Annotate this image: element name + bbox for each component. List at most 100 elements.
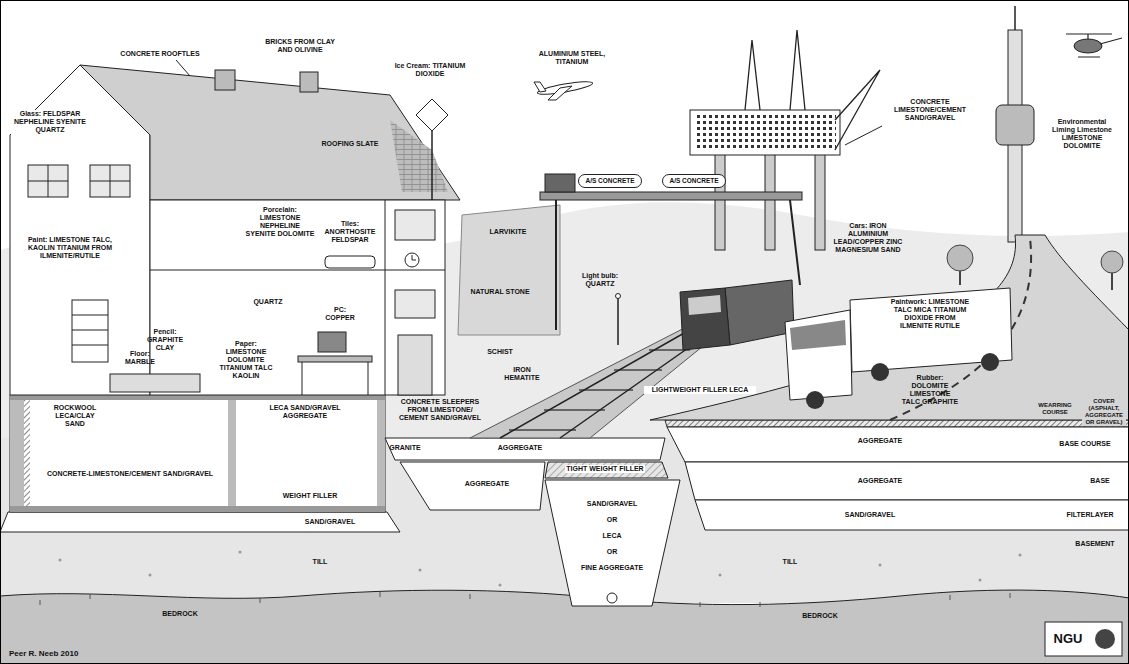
material-label: Floor: MARBLE — [116, 350, 164, 366]
stone — [59, 559, 62, 562]
computer — [318, 332, 346, 352]
tank-label: A/S CONCRETE — [669, 177, 718, 185]
tree-trunk — [1111, 272, 1113, 290]
stone — [879, 564, 882, 567]
tank-car: A/S CONCRETE — [578, 174, 641, 188]
platform-leg — [815, 150, 825, 250]
material-label: BRICKS FROM CLAY AND OLIVINE — [259, 38, 341, 54]
leader-line — [845, 126, 882, 145]
tank-car: A/S CONCRETE — [662, 174, 725, 188]
sign-pole — [431, 131, 433, 200]
stone — [1019, 554, 1022, 557]
base-layer — [685, 462, 1129, 500]
material-label: SAND/GRAVEL — [586, 500, 638, 508]
material-label: COVER (ASPHALT, AGGREGATE OR GRAVEL) — [1082, 398, 1126, 426]
material-label: Environmental Liming Limestone LIMESTONE… — [1048, 118, 1116, 150]
door — [398, 335, 432, 395]
drain-trench — [545, 480, 680, 606]
material-label: CONCRETE LIMESTONE/CEMENT SAND/GRAVEL — [884, 98, 976, 122]
bridge-deck — [540, 192, 802, 200]
antenna — [1014, 6, 1016, 30]
material-label: Glass: FELDSPAR NEPHELINE SYENITE QUARTZ — [11, 110, 89, 134]
desk — [110, 374, 200, 392]
material-label: QUARTZ — [252, 298, 283, 306]
material-label: Paint: LIMESTONE TALC, KAOLIN TITANIUM F… — [19, 236, 121, 260]
material-label: CONCRETE ROOFTLES — [119, 50, 200, 58]
concrete-wall — [10, 400, 24, 506]
roof — [80, 65, 460, 200]
material-label: Rubber: DOLOMITE LIMESTONE TALC GRAPHITE — [899, 374, 961, 406]
logo-mark — [1095, 629, 1115, 649]
material-label: WEARRING COURSE — [1031, 402, 1079, 416]
material-label: FILTERLAYER — [1065, 511, 1114, 519]
material-label: Pencil: GRAPHITE CLAY — [136, 328, 194, 352]
material-label: IRON HEMATITE — [501, 366, 543, 382]
material-label: AGGREGATE — [464, 480, 511, 488]
stone — [499, 584, 502, 587]
bookshelf — [72, 300, 108, 362]
train-window — [688, 295, 721, 315]
sand-gravel-layer — [0, 512, 400, 532]
material-label: SAND/GRAVEL — [304, 518, 356, 526]
bedrock — [0, 590, 1129, 664]
platform-windows — [694, 114, 836, 151]
derricks — [745, 30, 880, 150]
platform-deck — [690, 110, 840, 155]
logo-box — [1045, 622, 1122, 656]
material-label: LECA — [601, 532, 622, 540]
material-label: CONCRETE-LIMESTONE/CEMENT SAND/GRAVEL — [44, 470, 216, 478]
till-stones — [59, 551, 1022, 587]
house-front — [150, 200, 445, 395]
window-bars — [28, 165, 130, 197]
helicopter — [1074, 39, 1102, 53]
wheel — [871, 363, 889, 381]
material-label: TILL — [312, 558, 329, 566]
material-label: OR — [606, 516, 619, 524]
stone — [719, 574, 722, 577]
filler-layer — [545, 462, 668, 478]
desk — [298, 356, 372, 362]
material-label: GRANITE — [388, 444, 422, 452]
stone — [979, 579, 982, 582]
material-label: LECA SAND/GRAVEL AGGREGATE — [267, 404, 344, 420]
chimney — [215, 70, 235, 90]
material-label: Paper: LIMESTONE DOLOMITE TITANIUM TALC … — [218, 340, 275, 380]
truck-windshield — [790, 320, 846, 350]
concrete-wall — [228, 400, 236, 506]
material-label: BASEMENT — [1074, 540, 1115, 548]
locomotive — [545, 174, 575, 192]
tower-drum — [996, 105, 1034, 145]
material-label: Paintwork: LIMESTONE TALC MICA TITANIUM … — [889, 298, 971, 330]
clock-hands — [412, 255, 416, 260]
material-label: CONCRETE SLEEPERS FROM LIMESTONE/ CEMENT… — [391, 398, 489, 422]
material-label: AGGREGATE — [857, 437, 904, 445]
material-label: TILL — [782, 558, 799, 566]
truck-cab — [785, 310, 852, 400]
material-label: SCHIST — [486, 348, 514, 356]
logo-text: NGU — [1053, 632, 1084, 646]
material-label: NATURAL STONE — [469, 288, 530, 296]
aggregate-layer — [385, 438, 665, 460]
material-label: Tiles: ANORTHOSITE FELDSPAR — [321, 220, 379, 244]
material-label: BEDROCK — [161, 610, 198, 618]
wheel — [981, 353, 999, 371]
material-label: OR — [606, 548, 619, 556]
lamp — [616, 294, 621, 299]
window — [395, 290, 435, 318]
stone — [149, 574, 152, 577]
material-label: PC: COPPER — [319, 306, 361, 322]
bathtub — [325, 256, 375, 268]
credit: Peer R. Neeb 2010 — [8, 649, 79, 658]
material-label: BASE COURSE — [1058, 440, 1111, 448]
concrete-wall — [377, 400, 385, 506]
bedrock-ticks — [40, 592, 1010, 607]
upper-floor — [150, 270, 445, 271]
sign — [416, 99, 448, 131]
train-body — [725, 280, 794, 345]
filter-layer — [695, 500, 1129, 530]
aggregate-layer — [400, 462, 545, 510]
floor-slab — [10, 395, 385, 400]
tree — [1101, 251, 1123, 273]
